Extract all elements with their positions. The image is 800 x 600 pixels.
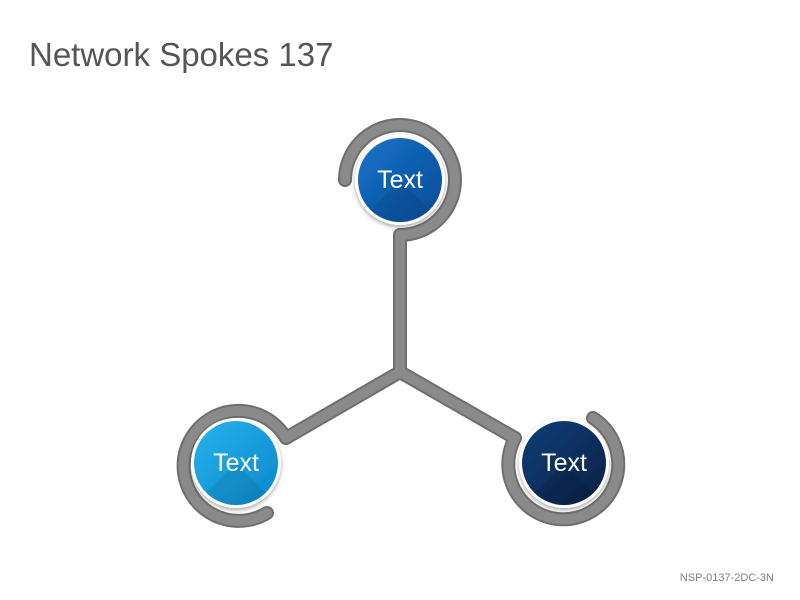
- node-right-circle: [522, 421, 606, 505]
- node-left-circle: [194, 421, 278, 505]
- page-title: Network Spokes 137: [29, 36, 334, 73]
- node-top-facet: [370, 180, 430, 223]
- footer-code: NSP-0137-2DC-3N: [679, 572, 774, 584]
- node-right[interactable]: [519, 418, 609, 508]
- node-right-label: Text: [541, 449, 587, 477]
- node-left[interactable]: [191, 418, 281, 508]
- node-left-facet: [206, 463, 266, 506]
- node-left-label: Text: [213, 449, 259, 477]
- node-top-label: Text: [377, 166, 423, 194]
- spoke-connectors: [176, 118, 626, 528]
- node-top[interactable]: [355, 135, 445, 225]
- node-top-circle: [358, 138, 442, 222]
- node-right-facet: [534, 463, 594, 506]
